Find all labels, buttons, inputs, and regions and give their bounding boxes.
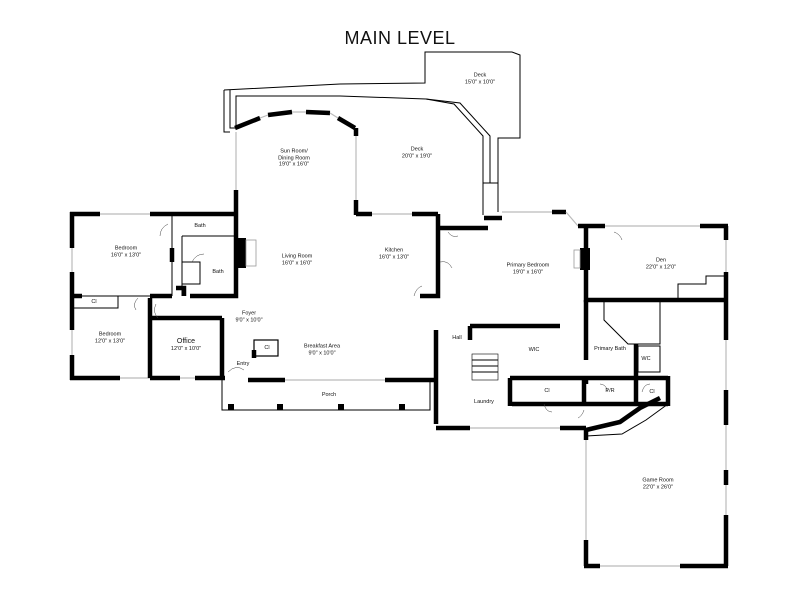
room-label-powder-room: P/R	[605, 387, 615, 394]
deck-outline	[223, 51, 521, 215]
room-label-closet-1: Cl	[91, 298, 97, 305]
room-label-bath-1: Bath	[194, 222, 206, 229]
main-walls	[69, 209, 729, 569]
room-label-bath-2: Bath	[212, 268, 224, 275]
sunroom-walls	[233, 109, 359, 215]
door-swings	[134, 223, 651, 419]
room-label-hall: Hall	[452, 334, 462, 341]
room-label-closet-4: Cl	[649, 388, 655, 395]
room-label-entry: Entry	[236, 360, 250, 367]
room-label-wic: WIC	[528, 346, 540, 353]
plan-title: MAIN LEVEL	[344, 28, 456, 48]
room-label-closet-2: Cl	[264, 344, 270, 351]
room-label-primary-bath: Primary Bath	[594, 345, 626, 352]
room-label-porch: Porch	[321, 391, 337, 398]
room-label-wc: WC	[641, 355, 651, 362]
stairs	[471, 353, 499, 381]
room-label-laundry: Laundry	[474, 398, 494, 405]
room-label-closet-3: Cl	[544, 387, 550, 394]
